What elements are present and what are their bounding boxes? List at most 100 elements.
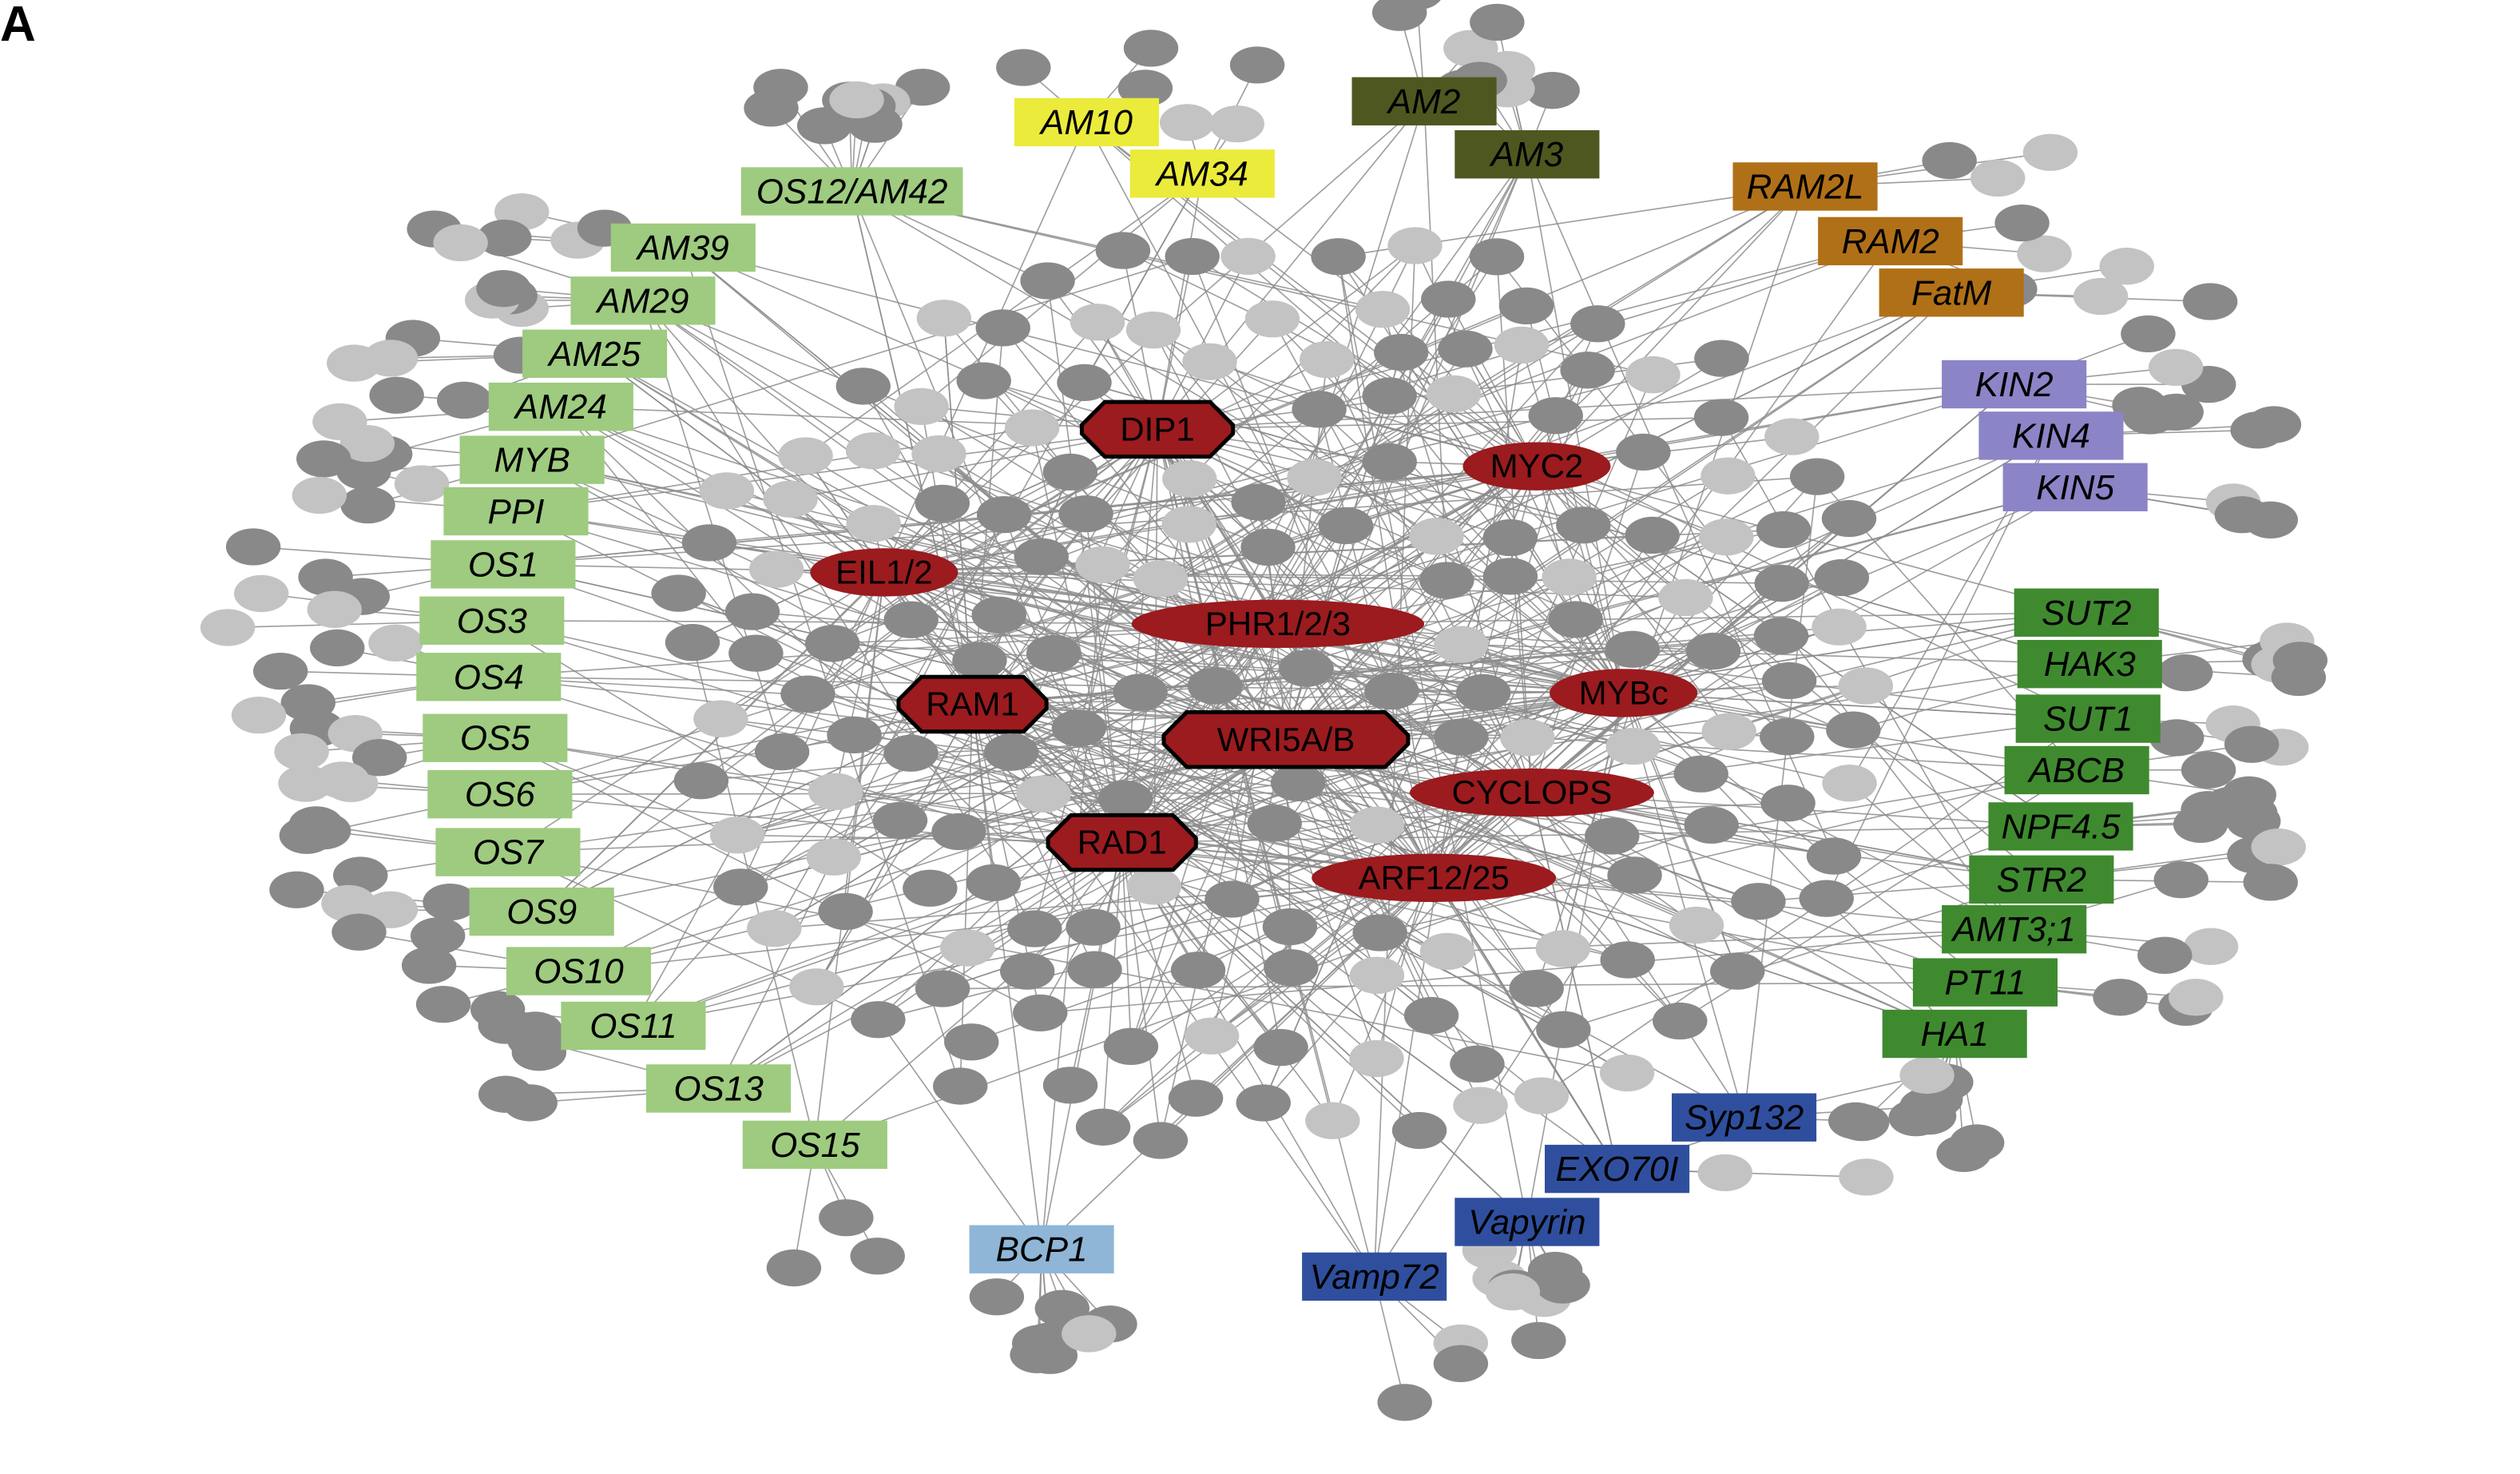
gene-node [835, 368, 891, 405]
edge [718, 782, 1299, 1090]
gene-node [368, 624, 423, 662]
gene-node [1498, 287, 1554, 325]
gene-box-kin5 [2002, 463, 2148, 511]
gene-node [713, 868, 768, 906]
gene-node [1165, 237, 1220, 276]
gene-node [1126, 868, 1182, 905]
edge [1041, 842, 1123, 1250]
edge [633, 877, 1435, 1027]
gene-node [1162, 460, 1217, 498]
gene-node [2148, 348, 2204, 386]
edge [541, 244, 1416, 912]
gene-node [1253, 1028, 1308, 1067]
gene-node [1062, 1315, 1117, 1353]
gene-node [956, 362, 1011, 399]
gene-node [1287, 459, 1342, 496]
gene-label-ppi: PPI [488, 492, 545, 531]
edge [1285, 738, 2042, 880]
gene-box-ram2 [1818, 217, 1963, 266]
gene-node [806, 838, 862, 876]
gene-node [1123, 30, 1179, 67]
gene-node [753, 69, 808, 106]
edge [502, 563, 1287, 741]
gene-node [845, 432, 901, 470]
gene-node [1789, 458, 1845, 495]
gene-node [2182, 283, 2238, 320]
gene-node [2099, 248, 2154, 285]
gene-node [1658, 578, 1713, 617]
gene-node [1605, 630, 1660, 668]
gene-node [1560, 352, 1615, 389]
gene-node [1899, 1056, 1954, 1095]
edge [1121, 841, 2014, 931]
gene-box-bcp1 [969, 1225, 1114, 1273]
gene-node [1042, 453, 1098, 491]
gene-node [1764, 418, 1820, 455]
gene-box-hak3 [2017, 639, 2162, 689]
gene-node [673, 762, 729, 800]
gene-node [340, 487, 395, 524]
gene-label-os15: OS15 [770, 1126, 860, 1165]
gene-label-kin4: KIN4 [2012, 416, 2090, 455]
edge [561, 406, 1701, 775]
gene-node [1600, 941, 1655, 979]
gene-node [1697, 1154, 1752, 1192]
gene-node [1500, 719, 1555, 757]
gene-node [1371, 0, 1427, 31]
gene-node [940, 929, 995, 967]
gene-node [999, 952, 1055, 990]
gene-node [894, 387, 949, 425]
gene-node [1161, 506, 1216, 543]
hub-node-rad1 [1046, 812, 1198, 872]
gene-node [1470, 3, 1525, 42]
gene-node [1279, 650, 1334, 687]
hub-node-arf12-25 [1312, 853, 1557, 903]
gene-node [1004, 409, 1060, 447]
hub-node-phr1-2-3 [1131, 599, 1425, 649]
gene-node [1485, 1273, 1541, 1311]
gene-label-am39: AM39 [635, 228, 729, 268]
gene-node [747, 909, 802, 948]
gene-node [1548, 601, 1603, 638]
gene-node [883, 601, 939, 638]
gene-node [2157, 654, 2213, 692]
gene-node [1168, 1079, 1224, 1117]
gene-box-vapyrin [1454, 1198, 1600, 1246]
gene-box-os4 [416, 653, 562, 701]
gene-node [819, 1199, 874, 1237]
gene-node [1599, 1054, 1655, 1092]
gene-node [1525, 72, 1580, 109]
gene-node [1456, 673, 1511, 712]
gene-label-sut1: SUT1 [2043, 700, 2133, 739]
gene-node [200, 609, 256, 646]
gene-node [477, 219, 532, 257]
gene-node [966, 864, 1021, 901]
gene-label-os10: OS10 [534, 952, 624, 991]
gene-label-pt11: PT11 [1944, 963, 2026, 1003]
gene-node [1970, 159, 2026, 197]
gene-node [476, 270, 531, 308]
gene-node [2073, 277, 2129, 316]
gene-node [1536, 1011, 1591, 1048]
gene-box-npf4-5 [1988, 802, 2133, 851]
gene-node [1014, 538, 1069, 575]
edge [682, 247, 1287, 741]
gene-node [1067, 951, 1122, 988]
gene-node [1434, 626, 1489, 663]
gene-node [225, 528, 281, 566]
edge [883, 571, 1276, 824]
gene-node [724, 593, 780, 630]
hub-node-dip1 [1079, 399, 1236, 459]
gene-node [1936, 1134, 1991, 1172]
edge [872, 450, 1624, 694]
gene-box-syp132 [1672, 1093, 1817, 1142]
hub-label-cyclops: CYCLOPS [1452, 773, 1613, 811]
gene-node [1556, 507, 1611, 544]
edge [1623, 692, 1986, 983]
gene-box-am34 [1129, 149, 1275, 198]
gene-node [933, 1067, 988, 1105]
edge [1622, 693, 1745, 1118]
gene-node [778, 437, 833, 475]
edge [488, 676, 973, 705]
gene-node [1419, 932, 1475, 970]
